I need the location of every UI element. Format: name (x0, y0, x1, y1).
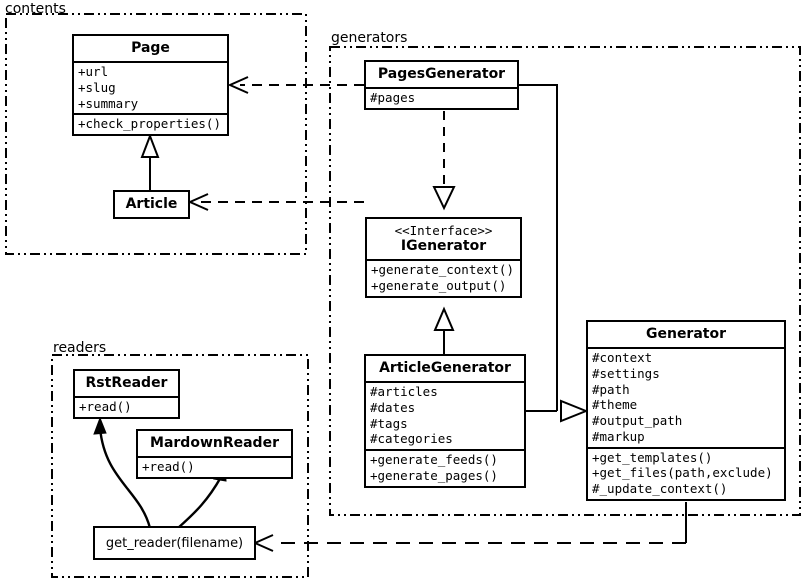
attribute-row: #context (592, 350, 653, 366)
arrowhead-dependency-article (187, 193, 209, 211)
class-box-articlegenerator[interactable]: ArticleGenerator #articles #dates #tags … (364, 354, 526, 488)
class-box-generator[interactable]: Generator #context #settings #path #them… (586, 320, 786, 501)
edge-getreader-to-mardownreader (177, 476, 223, 529)
operation-row: +check_properties() (78, 116, 221, 132)
class-name-generator: Generator (645, 326, 726, 342)
class-name-articlegenerator: ArticleGenerator (379, 360, 511, 376)
operation-row: +generate_pages() (370, 467, 498, 483)
function-box-get-reader[interactable]: get_reader(filename) (93, 526, 256, 560)
arrowhead-generalization-page (140, 133, 160, 158)
attribute-row: #dates (370, 399, 416, 415)
attribute-row: #settings (592, 365, 660, 381)
class-operations-generator: +get_templates() +get_files(path,exclude… (588, 446, 784, 499)
arrowhead-generalization-igenerator (433, 306, 455, 331)
attribute-row: #output_path (592, 413, 683, 429)
operation-row: +get_files(path,exclude) (592, 465, 773, 481)
arrowhead-realization-igenerator (432, 186, 456, 211)
operation-row: +generate_feeds() (370, 452, 498, 468)
class-operations-rstreader: +read() (75, 396, 178, 417)
class-box-rstreader[interactable]: RstReader +read() (73, 369, 180, 419)
class-name-rstreader: RstReader (85, 375, 168, 391)
class-box-mardownreader[interactable]: MardownReader +read() (136, 429, 293, 479)
attribute-row: #pages (370, 90, 416, 106)
class-attributes-articlegenerator: #articles #dates #tags #categories (366, 381, 524, 449)
arrowhead-generalization-generator-from-article (560, 399, 589, 423)
class-name-page: Page (131, 40, 170, 56)
package-label-generators: generators (331, 30, 408, 46)
operation-row: +read() (142, 459, 195, 475)
attribute-row: #markup (592, 428, 645, 444)
class-box-igenerator[interactable]: <<Interface>> IGenerator +generate_conte… (365, 217, 522, 298)
attribute-row: +url (78, 64, 109, 80)
arrowhead-dependency-page (227, 76, 249, 94)
class-name-igenerator: <<Interface>> IGenerator (367, 219, 520, 259)
class-operations-igenerator: +generate_context() +generate_output() (367, 259, 520, 296)
attribute-row: #path (592, 381, 630, 397)
arrowhead-creates-rstreader (93, 416, 107, 435)
class-attributes-generator: #context #settings #path #theme #output_… (588, 347, 784, 447)
class-box-pagesgenerator[interactable]: PagesGenerator #pages (364, 60, 519, 110)
attribute-row: +slug (78, 79, 116, 95)
operation-row: +generate_output() (371, 277, 507, 293)
attribute-row: #theme (592, 397, 638, 413)
function-label-get-reader: get_reader(filename) (105, 535, 244, 551)
class-name-text-igenerator: IGenerator (400, 238, 487, 254)
operation-row: #_update_context() (592, 481, 728, 497)
package-label-contents: contents (5, 1, 66, 17)
class-box-page[interactable]: Page +url +slug +summary +check_properti… (72, 34, 229, 137)
attribute-row: #articles (370, 384, 438, 400)
package-label-readers: readers (53, 340, 107, 356)
attribute-row: +summary (78, 95, 139, 111)
operation-row: +generate_context() (371, 262, 514, 278)
class-box-article[interactable]: Article (113, 190, 190, 220)
class-name-article: Article (125, 196, 178, 212)
class-name-pagesgenerator: PagesGenerator (377, 66, 506, 82)
arrowhead-dependency-getreader (252, 534, 274, 552)
class-name-mardownreader: MardownReader (150, 435, 279, 451)
class-stereotype-igenerator: <<Interface>> (394, 223, 493, 238)
operation-row: +read() (79, 399, 132, 415)
attribute-row: #categories (370, 431, 453, 447)
class-operations-articlegenerator: +generate_feeds() +generate_pages() (366, 449, 524, 486)
class-operations-mardownreader: +read() (138, 456, 291, 477)
class-operations-page: +check_properties() (74, 113, 227, 134)
attribute-row: #tags (370, 415, 408, 431)
class-attributes-pagesgenerator: #pages (366, 87, 517, 108)
class-attributes-page: +url +slug +summary (74, 61, 227, 113)
operation-row: +get_templates() (592, 449, 713, 465)
